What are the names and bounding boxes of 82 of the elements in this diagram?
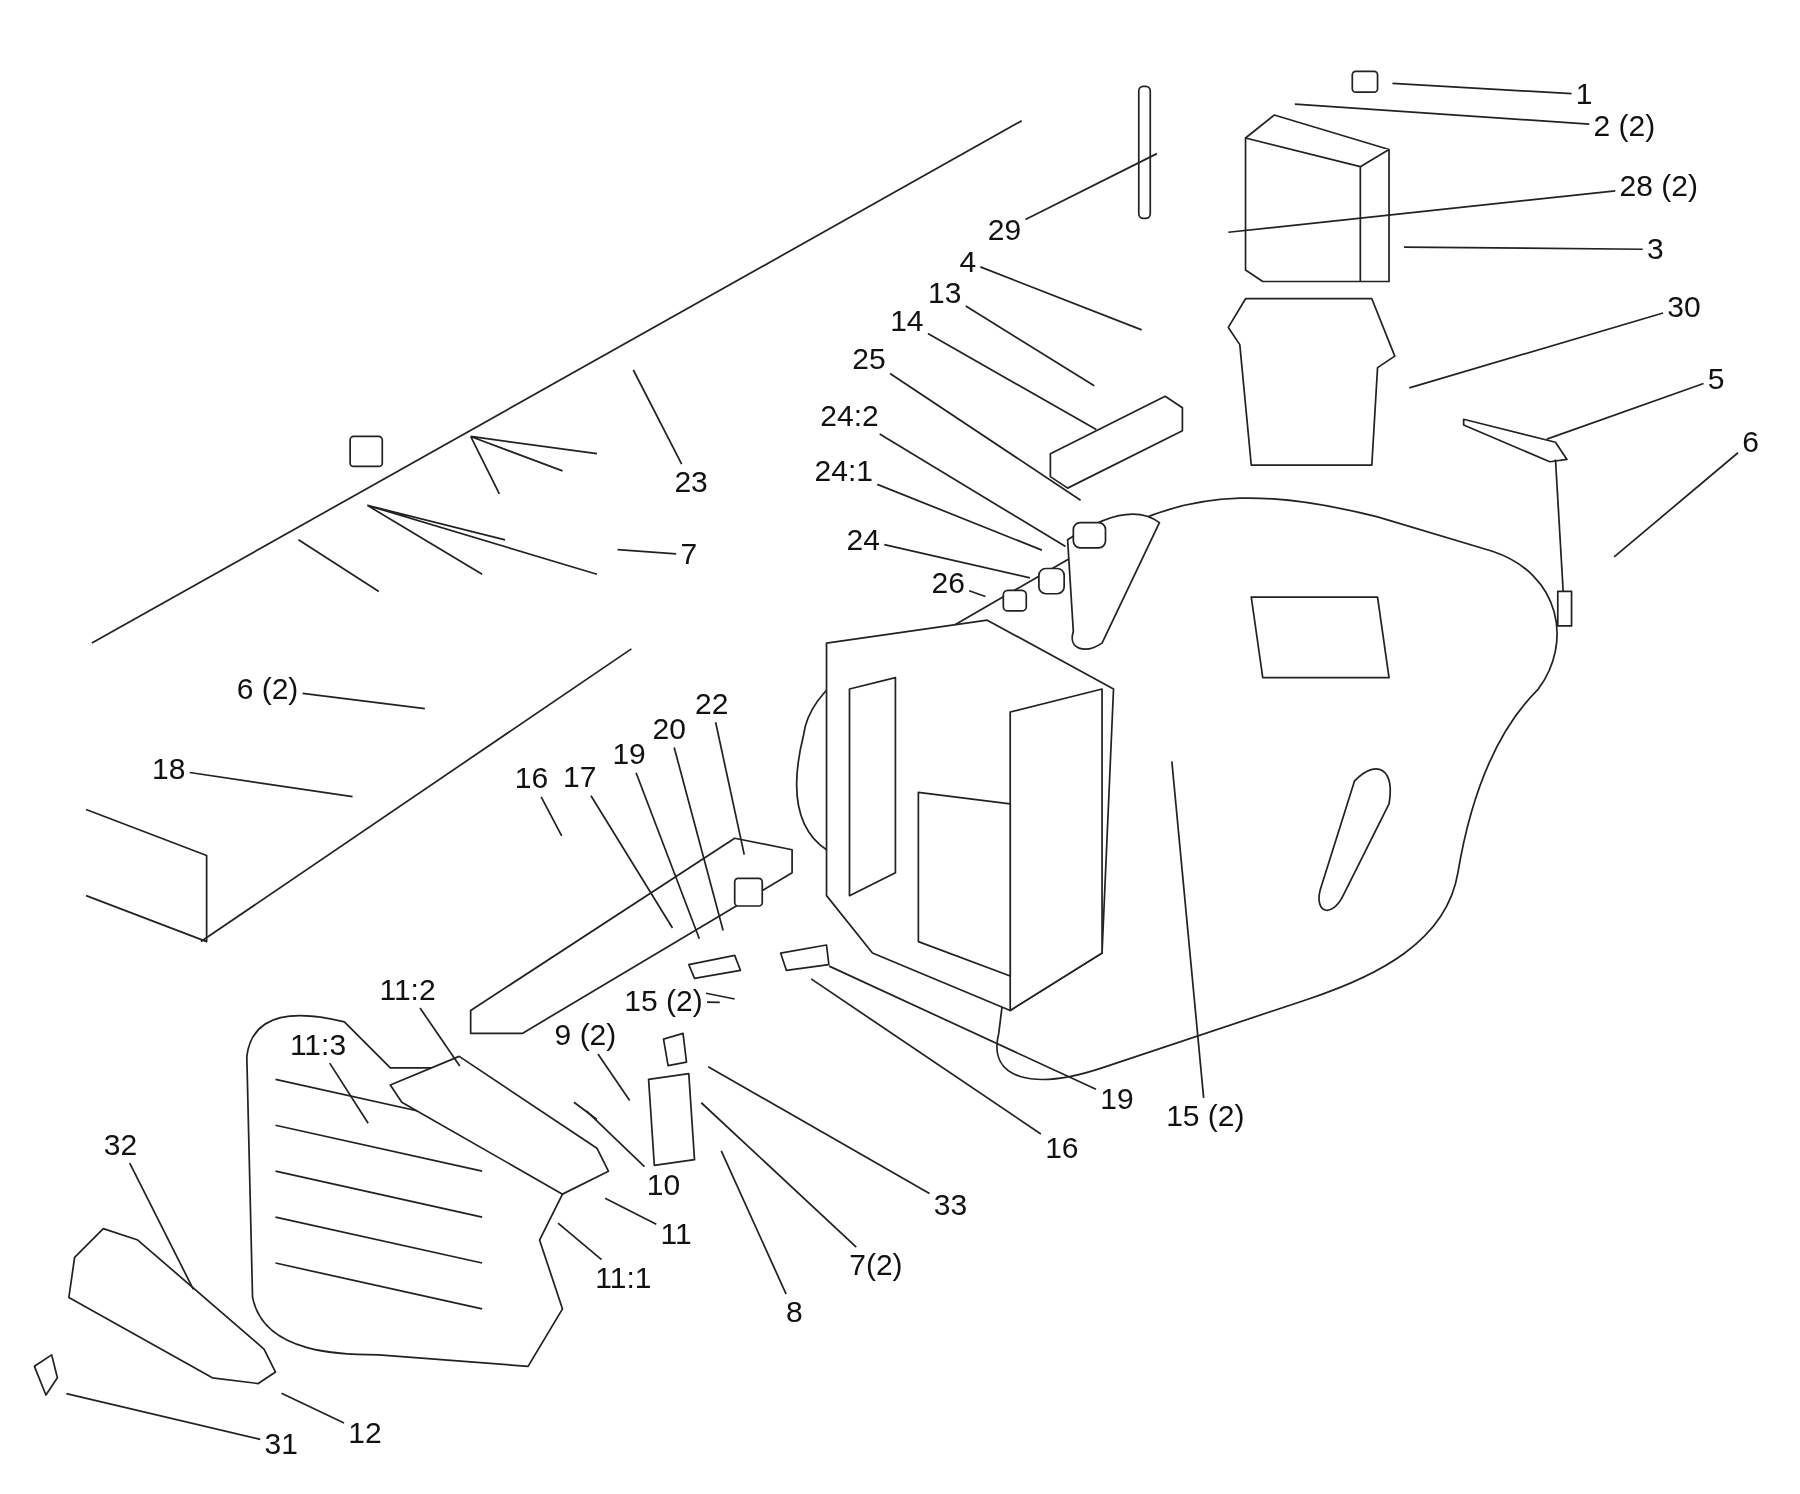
callout-number: 16 bbox=[512, 762, 551, 795]
callout-number: 7(2) bbox=[847, 1249, 905, 1282]
callout-number: 8 bbox=[784, 1296, 805, 1329]
callout-number: 18 bbox=[150, 753, 188, 786]
callout-number: 10 bbox=[644, 1168, 683, 1201]
leader-line bbox=[65, 1392, 262, 1441]
callout-number: 15 (2) bbox=[1164, 1099, 1247, 1132]
callout-number: 6 bbox=[1740, 425, 1761, 458]
leader-line bbox=[964, 305, 1096, 387]
callout-number: 5 bbox=[1705, 362, 1727, 395]
leader-line bbox=[1171, 760, 1205, 1099]
leader-line bbox=[673, 746, 724, 932]
leader-line bbox=[828, 965, 1097, 1091]
leader-line bbox=[557, 1222, 603, 1261]
leader-line bbox=[1403, 246, 1644, 251]
leader-line bbox=[590, 794, 674, 929]
leader-line bbox=[635, 771, 701, 940]
callout-number: 6 (2) bbox=[234, 672, 301, 705]
callout-number: 2 (2) bbox=[1591, 110, 1658, 143]
callout-number: 25 bbox=[850, 343, 888, 376]
callout-number: 15 (2) bbox=[622, 985, 705, 1017]
leader-line bbox=[1613, 451, 1739, 558]
callout-number: 4 bbox=[957, 245, 979, 278]
leader-line bbox=[1391, 82, 1573, 95]
leader-line bbox=[883, 543, 1031, 579]
callout-number: 14 bbox=[888, 305, 926, 338]
leader-line bbox=[1024, 152, 1158, 221]
leader-line bbox=[280, 1392, 345, 1424]
callout-number: 31 bbox=[262, 1428, 300, 1461]
leader-line bbox=[720, 1150, 787, 1295]
callout-number: 3 bbox=[1645, 233, 1666, 266]
callout-number: 16 bbox=[1043, 1131, 1081, 1164]
leader-line bbox=[700, 1101, 858, 1248]
callout-number: 9 (2) bbox=[552, 1019, 619, 1052]
callout-number: 19 bbox=[1098, 1082, 1136, 1115]
callout-number: 12 bbox=[346, 1416, 384, 1449]
leader-line bbox=[707, 1065, 931, 1195]
leader-line bbox=[585, 1110, 646, 1168]
leader-line bbox=[188, 771, 354, 798]
callout-number: 29 bbox=[985, 213, 1024, 246]
leader-line bbox=[968, 589, 987, 598]
leader-line bbox=[979, 266, 1143, 331]
leader-line bbox=[604, 1197, 658, 1226]
leader-line bbox=[876, 483, 1043, 551]
leader-line bbox=[1227, 190, 1617, 234]
leader-line bbox=[927, 332, 1098, 431]
leader-line bbox=[878, 433, 1067, 548]
leader-line bbox=[1408, 312, 1664, 389]
leader-line bbox=[328, 1062, 369, 1125]
callout-number: 11:2 bbox=[377, 973, 438, 1006]
callout-number: 32 bbox=[101, 1128, 140, 1161]
leader-line bbox=[597, 1053, 631, 1102]
callout-number: 33 bbox=[931, 1189, 970, 1222]
callout-number: 1 bbox=[1573, 78, 1595, 111]
callout-number: 28 (2) bbox=[1617, 169, 1700, 202]
callout-number: 11:3 bbox=[287, 1028, 349, 1061]
callout-number: 17 bbox=[561, 761, 599, 794]
leader-line bbox=[419, 1007, 461, 1067]
callout-number: 11 bbox=[658, 1218, 694, 1251]
callout-number: 24:1 bbox=[812, 454, 875, 487]
leader-line bbox=[810, 978, 1042, 1135]
leader-line bbox=[889, 372, 1082, 502]
callout-number: 7 bbox=[678, 538, 700, 571]
callout-number: 22 bbox=[693, 687, 731, 720]
callout-number: 24 bbox=[844, 523, 882, 556]
leader-line bbox=[301, 692, 426, 710]
leader-line bbox=[616, 548, 677, 555]
leader-line bbox=[1546, 382, 1705, 440]
callout-number: 23 bbox=[672, 466, 710, 499]
callout-number: 26 bbox=[929, 567, 967, 600]
callout-number: 11:1 bbox=[593, 1261, 654, 1294]
callout-number: 24:2 bbox=[818, 399, 881, 432]
leader-line bbox=[128, 1162, 195, 1291]
callout-number: 13 bbox=[926, 276, 964, 309]
callout-number: 30 bbox=[1665, 290, 1703, 323]
leader-line bbox=[1294, 103, 1591, 125]
leader-line bbox=[540, 795, 563, 837]
leader-line bbox=[714, 721, 746, 856]
callout-number: 19 bbox=[610, 738, 648, 771]
leader-line bbox=[706, 1001, 721, 1004]
leader-line bbox=[632, 369, 683, 465]
callout-number: 20 bbox=[650, 712, 688, 745]
